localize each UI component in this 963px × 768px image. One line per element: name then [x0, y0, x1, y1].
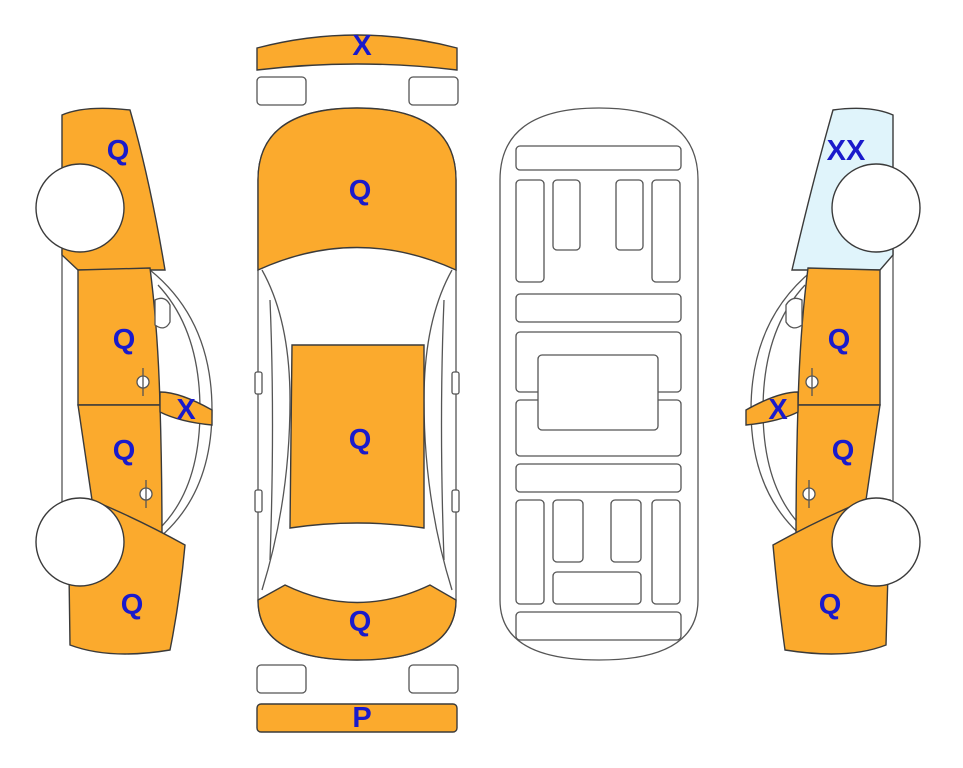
- front-bumper-code: X: [352, 30, 372, 62]
- left-mirror[interactable]: [159, 391, 213, 426]
- rear-bumper[interactable]: [256, 703, 458, 733]
- rear-right-light: [408, 664, 459, 694]
- right-side-view: XX Q Q X Q: [745, 107, 921, 655]
- right-rear-door-code: Q: [832, 435, 855, 467]
- right-rear-quarter-code: Q: [819, 589, 842, 621]
- hood-code: Q: [349, 175, 372, 207]
- trunk-code: Q: [349, 606, 372, 638]
- left-rear-quarter-code: Q: [121, 589, 144, 621]
- right-mirror-code: X: [768, 394, 788, 426]
- top-view: X Q Q Q P: [254, 30, 460, 734]
- front-right-light: [408, 76, 459, 106]
- right-front-fender-code: XX: [827, 135, 866, 167]
- left-mirror-code: X: [176, 394, 196, 426]
- left-rear-door-code: Q: [113, 435, 136, 467]
- front-bumper[interactable]: [256, 34, 458, 71]
- roof[interactable]: [289, 344, 425, 529]
- rear-bumper-code: P: [352, 702, 371, 734]
- left-side-view: Q Q Q X Q: [35, 107, 213, 655]
- left-front-wheel: [35, 163, 125, 253]
- front-left-light: [256, 76, 307, 106]
- trunk[interactable]: [257, 584, 457, 661]
- left-front-fender-code: Q: [107, 135, 130, 167]
- right-front-door-code: Q: [828, 324, 851, 356]
- right-mirror[interactable]: [745, 391, 799, 426]
- underside-view: [499, 107, 699, 661]
- rear-left-light: [256, 664, 307, 694]
- roof-code: Q: [349, 424, 372, 456]
- right-rear-wheel: [831, 497, 921, 587]
- left-front-door-code: Q: [113, 324, 136, 356]
- right-front-wheel: [831, 163, 921, 253]
- left-rear-wheel: [35, 497, 125, 587]
- hood[interactable]: [257, 107, 457, 272]
